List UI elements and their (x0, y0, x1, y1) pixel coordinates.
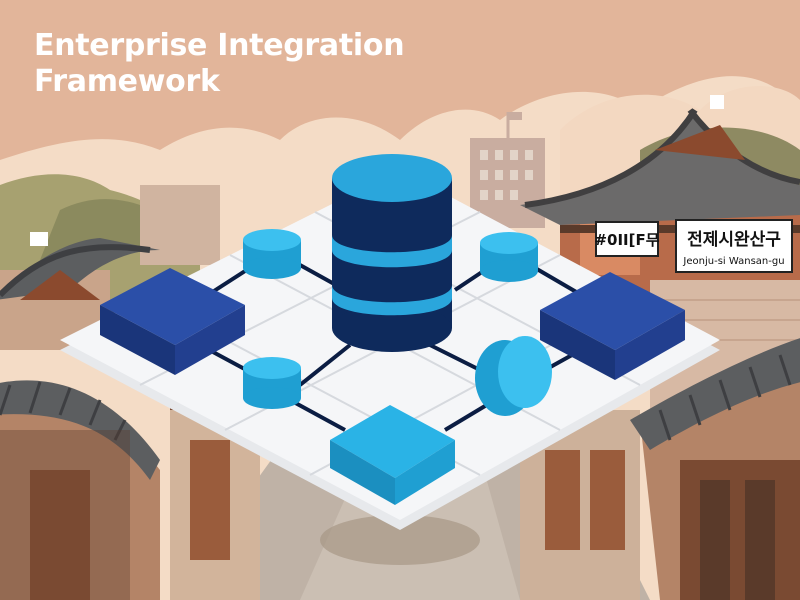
sign-left-text: #0II[F무 (594, 231, 659, 249)
database-band-upper (332, 235, 452, 268)
district-sign: 전제시완산구 Jeonju-si Wansan-gu (675, 219, 793, 273)
node-left-block (100, 268, 245, 375)
page-title: Enterprise Integration Framework (34, 28, 454, 100)
database-top (332, 154, 452, 202)
node-bottom-block (330, 405, 455, 505)
building-left-bg (140, 185, 220, 265)
node-central-database (332, 154, 452, 352)
database-band-lower (332, 285, 452, 316)
building-windows (480, 150, 533, 200)
shop-sign-left: #0II[F무 (594, 221, 660, 257)
node-top-left-cylinder (243, 229, 301, 279)
sign-right-main: 전제시완산구 (687, 230, 781, 250)
hanok-foreground-right (630, 338, 800, 600)
cloud-band (0, 0, 800, 160)
connector-bottom-left-to-bottom-block (289, 398, 346, 432)
flag (508, 112, 522, 120)
node-bottom-left-cylinder (243, 357, 301, 409)
sign-right-sub: Jeonju-si Wansan-gu (682, 256, 784, 267)
platform-shadow (320, 515, 480, 565)
node-right-block (540, 272, 685, 380)
node-bottom-right-cylinder (475, 336, 552, 416)
node-top-right-cylinder (480, 232, 538, 282)
connector-bottom-left-to-db (298, 343, 352, 387)
hanok-foreground-left (0, 380, 160, 600)
title-line-2: Framework (34, 64, 220, 99)
title-line-1: Enterprise Integration (34, 28, 405, 63)
